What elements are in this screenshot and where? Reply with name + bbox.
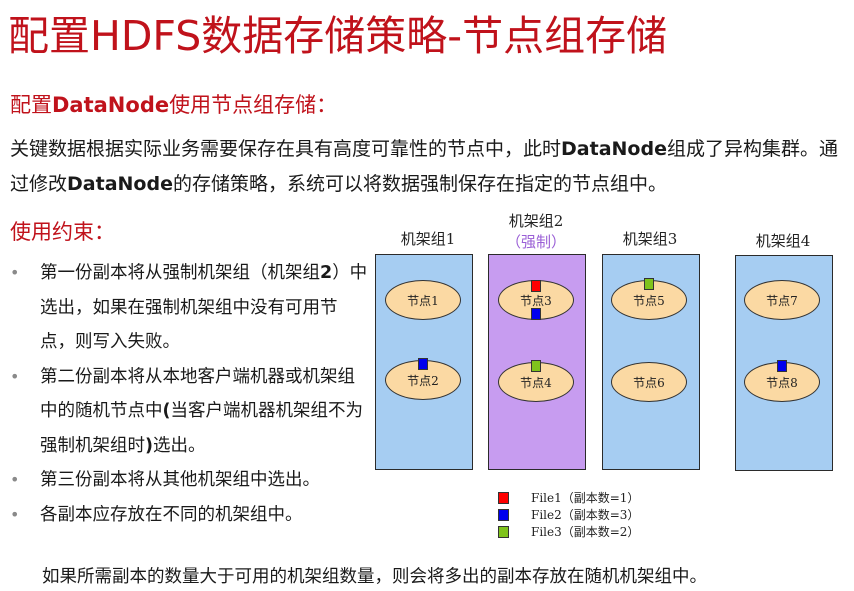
subtitle-bold: DataNode bbox=[52, 93, 170, 117]
legend-swatch-green bbox=[498, 525, 509, 538]
bullet-dot: • bbox=[10, 470, 20, 489]
bullet-bold: 2 bbox=[320, 263, 333, 283]
list-item: • 第三份副本将从其他机架组中选出。 bbox=[8, 463, 368, 498]
legend-item-file2: File2（副本数=3） bbox=[498, 506, 639, 523]
file2-replica-block bbox=[777, 360, 787, 372]
legend-label: File2（副本数=3） bbox=[531, 508, 640, 522]
bullet-text: 第二份副本将从本地客户端机器或机架组中的随机节点中 bbox=[40, 366, 355, 422]
rack-label-2-forced: （强制） bbox=[505, 233, 566, 251]
rack-label-4: 机架组4 bbox=[755, 232, 811, 250]
rack-label-2-name: 机架组2 bbox=[508, 212, 564, 230]
bullet-dot: • bbox=[10, 504, 20, 524]
legend-item-file1: File1（副本数=1） bbox=[498, 489, 639, 506]
constraints-title: 使用约束： bbox=[10, 220, 115, 244]
file1-replica-block bbox=[531, 280, 541, 292]
list-item: • 第二份副本将从本地客户端机器或机架组中的随机节点中(当客户端机器机架组不为强制… bbox=[8, 360, 368, 464]
node-6: 节点6 bbox=[611, 362, 687, 402]
note-text: 如果所需副本的数量大于可用的机架组数量，则会将多出的副本存放在随机机架组中。 bbox=[42, 567, 707, 587]
para-text-1: 关键数据根据实际业务需要保存在具有高度可靠性的节点中，此时 bbox=[10, 138, 562, 160]
list-item: • 各副本应存放在不同的机架组中。 bbox=[8, 498, 368, 533]
para-bold-1: DataNode bbox=[561, 138, 667, 160]
bullet-dot: • bbox=[10, 366, 20, 386]
para-text-3: 的存储策略，系统可以将数据强制保存在指定的节点组中。 bbox=[172, 173, 667, 195]
rack-label-2: 机架组2 （强制） bbox=[488, 211, 584, 253]
legend-label: File3（副本数=2） bbox=[531, 525, 640, 539]
legend-swatch-red bbox=[498, 491, 509, 504]
file2-replica-block bbox=[418, 358, 428, 370]
file2-replica-block bbox=[531, 308, 541, 320]
description-paragraph: 关键数据根据实际业务需要保存在具有高度可靠性的节点中，此时DataNode组成了… bbox=[10, 132, 844, 202]
bullet-text: 第三份副本将从其他机架组中选出。 bbox=[40, 470, 320, 490]
legend-item-file3: File3（副本数=2） bbox=[498, 523, 639, 540]
legend-swatch-blue bbox=[498, 508, 509, 521]
subtitle: 配置DataNode使用节点组存储： bbox=[10, 89, 337, 119]
page-title: 配置HDFS数据存储策略-节点组存储 bbox=[8, 12, 668, 60]
list-item: • 第一份副本将从强制机架组（机架组2）中选出，如果在强制机架组中没有可用节点，则… bbox=[8, 256, 368, 360]
bullet-dot: • bbox=[10, 263, 20, 282]
bullet-bold: ( bbox=[162, 401, 171, 421]
rack-label-1: 机架组1 bbox=[400, 230, 456, 248]
legend: File1（副本数=1） File2（副本数=3） File3（副本数=2） bbox=[498, 489, 639, 540]
para-text-2: 组成了异构集群。通过修改 bbox=[10, 138, 838, 195]
node-7: 节点7 bbox=[744, 280, 820, 320]
file3-replica-block bbox=[531, 360, 541, 372]
para-bold-2: DataNode bbox=[67, 173, 173, 195]
bullet-text: 当客户端机器机架组不为强制机架组时 bbox=[40, 401, 363, 456]
bullet-bold: ) bbox=[145, 435, 153, 456]
bullet-text: 各副本应存放在不同的机架组中。 bbox=[40, 504, 303, 525]
node-1: 节点1 bbox=[385, 280, 461, 320]
subtitle-prefix: 配置 bbox=[10, 93, 52, 117]
bullet-text: 第一份副本将从强制机架组（机架组 bbox=[40, 263, 320, 283]
constraints-list: • 第一份副本将从强制机架组（机架组2）中选出，如果在强制机架组中没有可用节点，则… bbox=[8, 256, 368, 532]
file3-replica-block bbox=[644, 278, 654, 290]
bullet-text: ）中选出，如果在强制机架组中没有可用节点，则写入失败。 bbox=[40, 263, 368, 352]
subtitle-suffix: 使用节点组存储： bbox=[169, 93, 338, 117]
rack-label-3: 机架组3 bbox=[622, 230, 678, 248]
legend-label: File1（副本数=1） bbox=[531, 491, 640, 505]
bullet-text: 选出。 bbox=[153, 435, 206, 456]
